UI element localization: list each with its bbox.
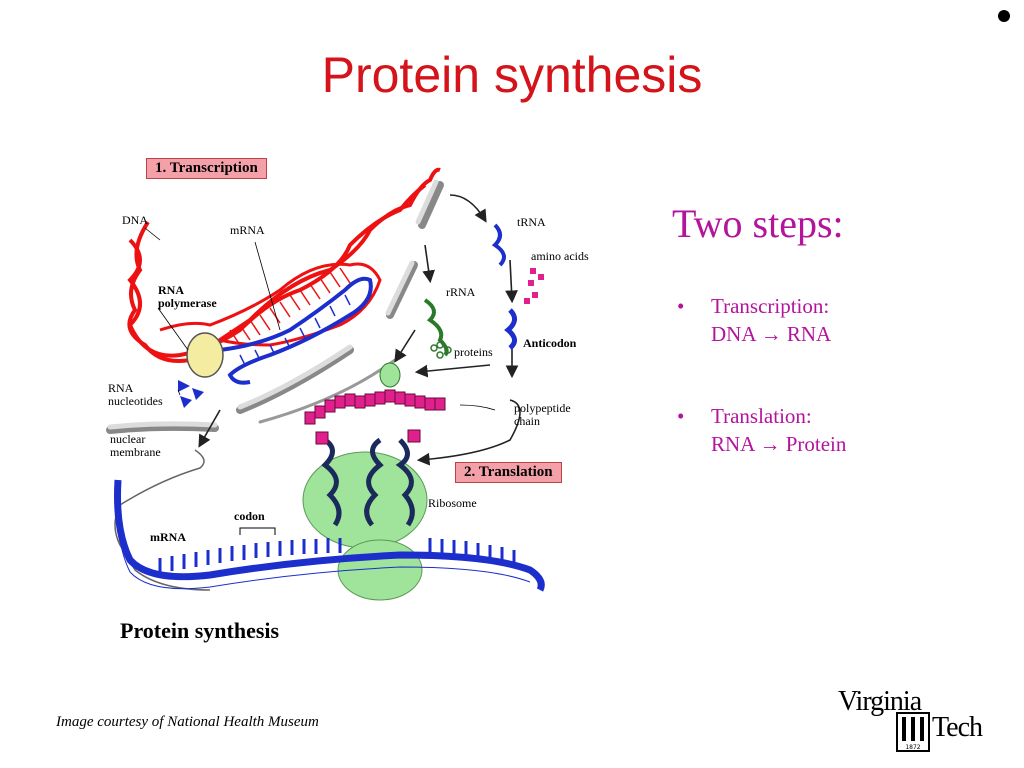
- arrow-right-icon: →: [761, 322, 782, 346]
- label-mrna-bottom: mRNA: [150, 531, 186, 544]
- dna-rungs: [230, 268, 350, 345]
- label-rrna: rRNA: [446, 286, 475, 299]
- anticodon-trna-shape: [508, 310, 515, 348]
- logo-emblem-icon: 1872: [896, 712, 930, 752]
- small-ribosome-subunit: [380, 363, 400, 387]
- label-nuclear-membrane: nuclear membrane: [110, 433, 161, 459]
- arrow-right-icon: →: [759, 432, 780, 456]
- label-mrna-top: mRNA: [230, 224, 265, 237]
- logo-text-tech: Tech: [932, 712, 982, 744]
- label-dna: DNA: [122, 214, 148, 227]
- step-item-transcription: Transcription: DNA → RNA: [674, 292, 1004, 348]
- rna-nucleotides-shapes: [178, 380, 204, 408]
- label-rna-nucleotides: RNA nucleotides: [108, 382, 163, 408]
- virginia-tech-logo: Virginia 1872 Tech: [836, 686, 1006, 756]
- step-item-title: Transcription:: [711, 294, 829, 318]
- step-item-from: DNA: [711, 322, 755, 346]
- polypeptide-chain-shape: [305, 390, 445, 424]
- step-item-to: Protein: [786, 432, 847, 456]
- label-trna: tRNA: [517, 216, 546, 229]
- step-item-title: Translation:: [711, 404, 812, 428]
- slide-title: Protein synthesis: [0, 46, 1024, 104]
- step-item-to: RNA: [787, 322, 831, 346]
- trna-shape: [495, 225, 504, 265]
- membrane-outline: [115, 450, 210, 590]
- label-anticodon: Anticodon: [523, 337, 576, 350]
- step2-label: 2. Translation: [455, 462, 562, 483]
- steps-list: Transcription: DNA → RNA Translation: RN…: [674, 292, 1004, 512]
- protein-synthesis-diagram: 1. Transcription 2. Translation DNA mRNA…: [100, 150, 620, 650]
- label-codon: codon: [234, 510, 265, 523]
- label-proteins: proteins: [454, 346, 493, 359]
- logo-year: 1872: [905, 744, 920, 751]
- rna-polymerase-shape: [187, 333, 223, 377]
- label-polypeptide-chain: polypeptide chain: [514, 402, 571, 428]
- figure-caption: Protein synthesis: [120, 618, 279, 644]
- step1-label: 1. Transcription: [146, 158, 267, 179]
- steps-heading: Two steps:: [672, 200, 844, 247]
- label-amino-acids: amino acids: [531, 250, 589, 263]
- step-item-from: RNA: [711, 432, 754, 456]
- amino-acid-squares: [524, 268, 544, 304]
- label-rna-polymerase: RNA polymerase: [158, 284, 217, 310]
- corner-bullet-dot: [998, 10, 1010, 22]
- membrane-segment: [390, 265, 414, 315]
- rrna-shape: [425, 300, 447, 355]
- step-item-translation: Translation: RNA → Protein: [674, 402, 1004, 458]
- label-ribosome: Ribosome: [428, 497, 477, 510]
- codon-bracket: [240, 528, 275, 535]
- mrna-strand-top: [220, 279, 371, 383]
- image-credit: Image courtesy of National Health Museum: [56, 714, 319, 731]
